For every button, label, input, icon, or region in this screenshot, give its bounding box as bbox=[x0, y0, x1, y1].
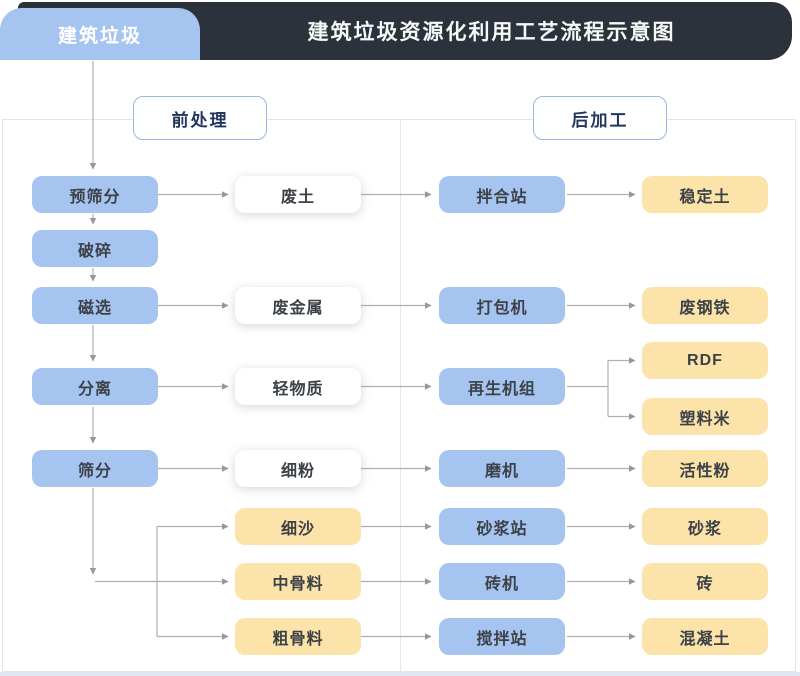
source-tab-construction-waste: 建筑垃圾 bbox=[0, 8, 200, 60]
node-mill: 磨机 bbox=[439, 450, 565, 487]
node-mixing-station: 拌合站 bbox=[439, 176, 565, 213]
node-crushing: 破碎 bbox=[32, 230, 158, 267]
node-brick-machine: 砖机 bbox=[439, 563, 565, 600]
node-concrete-mixing-plant: 搅拌站 bbox=[439, 618, 565, 655]
node-concrete: 混凝土 bbox=[642, 618, 768, 655]
node-stabilized-soil: 稳定土 bbox=[642, 176, 768, 213]
node-active-powder: 活性粉 bbox=[642, 450, 768, 487]
node-rdf: RDF bbox=[642, 342, 768, 379]
section-label-postprocessing: 后加工 bbox=[533, 96, 667, 140]
section-label-pretreatment: 前处理 bbox=[133, 96, 267, 140]
node-waste-soil: 废土 bbox=[235, 176, 361, 213]
node-coarse-aggregate: 粗骨料 bbox=[235, 618, 361, 655]
node-plastic-pellets: 塑料米 bbox=[642, 398, 768, 435]
node-mortar: 砂浆 bbox=[642, 508, 768, 545]
node-magnetic-separation: 磁选 bbox=[32, 287, 158, 324]
node-recycling-unit: 再生机组 bbox=[439, 368, 565, 405]
node-fine-powder: 细粉 bbox=[235, 450, 361, 487]
page-title: 建筑垃圾资源化利用工艺流程示意图 bbox=[307, 21, 676, 44]
node-waste-metal: 废金属 bbox=[235, 287, 361, 324]
node-brick: 砖 bbox=[642, 563, 768, 600]
node-baler: 打包机 bbox=[439, 287, 565, 324]
node-screening: 筛分 bbox=[32, 450, 158, 487]
node-light-material: 轻物质 bbox=[235, 368, 361, 405]
node-pre-screening: 预筛分 bbox=[32, 176, 158, 213]
node-fine-sand: 细沙 bbox=[235, 508, 361, 545]
node-scrap-steel: 废钢铁 bbox=[642, 287, 768, 324]
node-mortar-plant: 砂浆站 bbox=[439, 508, 565, 545]
bottom-strip bbox=[0, 672, 800, 676]
section-divider bbox=[400, 119, 401, 672]
node-separation: 分离 bbox=[32, 368, 158, 405]
node-medium-aggregate: 中骨料 bbox=[235, 563, 361, 600]
